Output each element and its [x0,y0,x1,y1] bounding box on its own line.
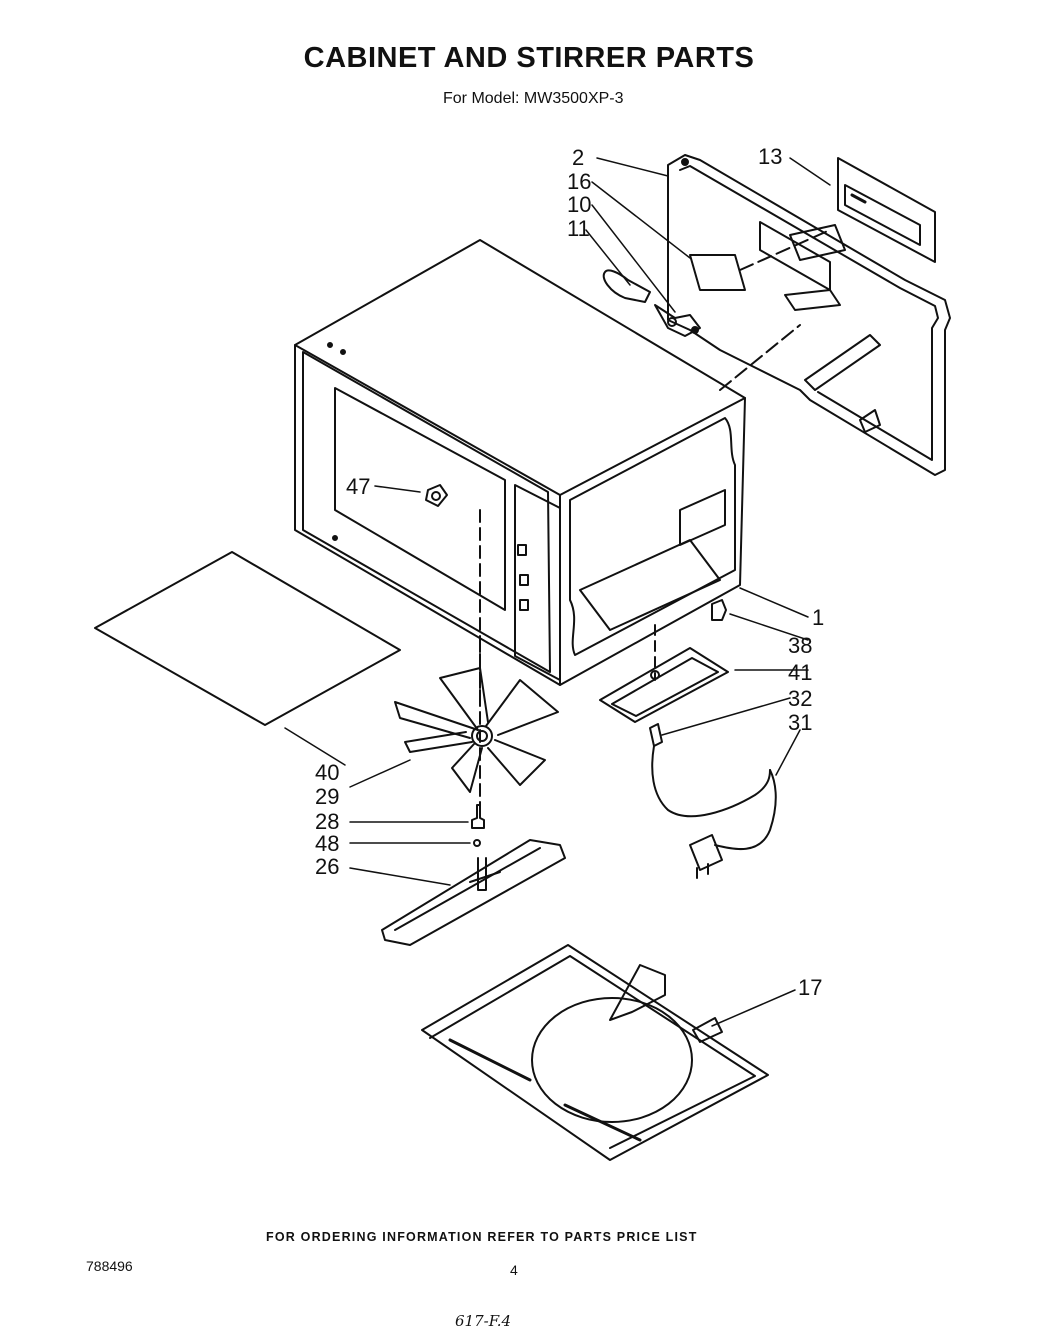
callout-41: 41 [788,660,812,685]
connector-32 [649,723,663,747]
callout-40: 40 [315,760,339,785]
callout-11: 11 [567,216,590,241]
callout-2: 2 [572,145,584,170]
thermal-component [602,269,701,337]
foot-38 [711,599,727,621]
bracket-13 [837,157,936,263]
callout-13: 13 [758,144,782,169]
callout-29: 29 [315,784,339,809]
plate-40 [94,551,401,726]
callout-31: 31 [788,710,812,735]
ordering-note: FOR ORDERING INFORMATION REFER TO PARTS … [266,1230,698,1244]
model-subtitle: For Model: MW3500XP-3 [443,90,624,107]
callout-47: 47 [346,474,370,499]
callout-17: 17 [798,975,822,1000]
cabinet-body [294,239,746,701]
screw-28 [471,804,485,829]
page-title: CABINET AND STIRRER PARTS [303,42,755,74]
plate-41 [599,624,729,723]
power-cord-31 [651,745,777,879]
callout-28: 28 [315,809,339,834]
doc-number: 788496 [86,1258,133,1274]
part-47-grommet [425,484,448,507]
callout-16: 16 [567,169,591,194]
rear-panel [667,154,951,476]
callout-1: 1 [812,605,824,630]
callout-48: 48 [315,831,339,856]
callout-10: 10 [567,192,591,217]
callout-32: 32 [788,686,812,711]
callout-38: 38 [788,633,812,658]
callout-26: 26 [315,854,339,879]
page-number: 4 [510,1262,518,1278]
washer-48 [473,839,481,847]
handwritten-note: 617-F.4 [455,1312,512,1330]
base-tray-17 [421,944,769,1161]
stirrer-fan-29 [394,639,559,821]
callout-labels: 2 16 10 11 13 47 1 38 41 32 31 40 29 28 … [315,144,824,1000]
leader-lines [284,157,831,1027]
bracket-26 [381,839,566,946]
